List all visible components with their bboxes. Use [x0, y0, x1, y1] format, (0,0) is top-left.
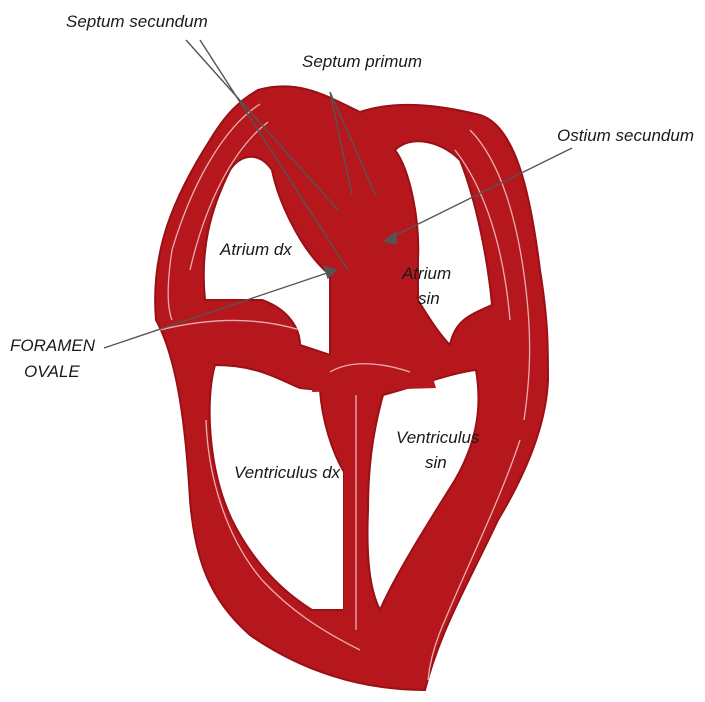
label-septum-primum: Septum primum — [302, 52, 422, 72]
label-foramen-line1: FORAMEN — [10, 336, 95, 356]
label-atrium-dx: Atrium dx — [220, 240, 292, 260]
septum-secundum-shape — [328, 170, 354, 226]
label-ventriculus-dx: Ventriculus dx — [234, 463, 340, 483]
label-ostium-secundum: Ostium secundum — [557, 126, 694, 146]
label-septum-secundum: Septum secundum — [66, 12, 208, 32]
heart-walls — [155, 86, 548, 690]
label-atrium-sin-line1: Atrium — [402, 264, 451, 284]
label-ventriculus-sin-line2: sin — [425, 453, 447, 473]
label-ventriculus-sin-line1: Ventriculus — [396, 428, 479, 448]
label-foramen-line2: OVALE — [24, 362, 80, 382]
label-atrium-sin-line2: sin — [418, 289, 440, 309]
